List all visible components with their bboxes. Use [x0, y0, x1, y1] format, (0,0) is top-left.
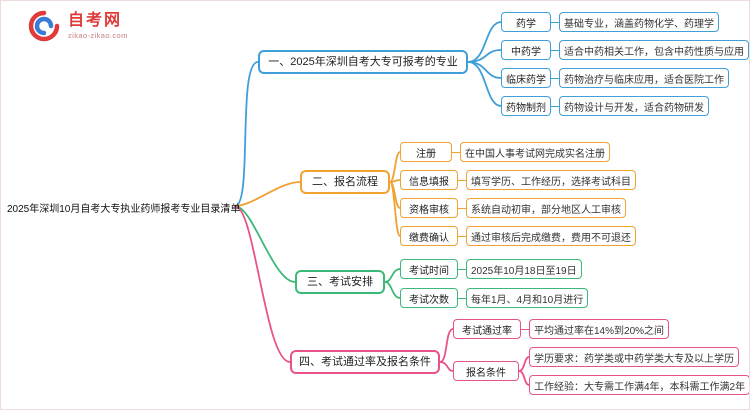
node-tcm-pharmacy: 中药学: [501, 40, 551, 60]
node-info-filling-desc: 填写学历、工作经历，选择考试科目: [466, 170, 636, 190]
row-pharmacy: 药学 基础专业，涵盖药物化学、药理学: [501, 12, 719, 32]
branch2-connectors: [234, 151, 401, 237]
node-clinical-pharmacy: 临床药学: [501, 68, 551, 88]
node-pharmaceutics: 药物制剂: [501, 96, 551, 116]
site-logo-icon: [28, 10, 60, 42]
row-tcm-pharmacy: 中药学 适合中药相关工作，包含中药性质与应用: [501, 40, 749, 60]
node-exam-frequency-desc: 每年1月、4月和10月进行: [466, 288, 589, 308]
row-register: 注册 在中国人事考试网完成实名注册: [400, 142, 610, 162]
row-payment-confirm: 缴费确认 通过审核后完成缴费，费用不可退还: [400, 226, 636, 246]
branch-label-pass-rate-conditions: 四、考试通过率及报名条件: [290, 350, 440, 374]
site-logo-name: 自考网: [68, 11, 123, 29]
node-pass-rate: 考试通过率: [453, 319, 521, 339]
node-pharmaceutics-desc: 药物设计与开发，适合药物研发: [559, 96, 709, 116]
connector-stub: [458, 179, 466, 181]
branch-label-majors: 一、2025年深圳自考大专可报考的专业: [258, 50, 468, 74]
row-pharmaceutics: 药物制剂 药物设计与开发，适合药物研发: [501, 96, 709, 116]
node-exam-frequency: 考试次数: [400, 288, 458, 308]
node-pass-rate-desc: 平均通过率在14%到20%之间: [529, 319, 670, 339]
node-pharmacy-desc: 基础专业，涵盖药物化学、药理学: [559, 12, 719, 32]
site-logo-domain: zikao-zikao.com: [68, 31, 128, 41]
node-qualification-review-desc: 系统自动初审，部分地区人工审核: [466, 198, 626, 218]
node-register-desc: 在中国人事考试网完成实名注册: [460, 142, 610, 162]
node-tcm-pharmacy-desc: 适合中药相关工作，包含中药性质与应用: [559, 40, 749, 60]
connector-stub: [452, 151, 460, 153]
connector-stub: [551, 105, 559, 107]
site-logo[interactable]: 自考网 zikao-zikao.com: [27, 9, 128, 43]
node-pharmacy: 药学: [501, 12, 551, 32]
row-qualification-review: 资格审核 系统自动初审，部分地区人工审核: [400, 198, 626, 218]
connector-stub: [458, 207, 466, 209]
root-topic: 2025年深圳10月自考大专执业药师报考专业目录清单: [7, 204, 241, 215]
node-exam-time-desc: 2025年10月18日至19日: [466, 259, 582, 279]
connector-stub: [521, 328, 529, 330]
row-exam-time: 考试时间 2025年10月18日至19日: [400, 259, 582, 279]
connector-stub: [458, 268, 466, 270]
node-work-experience: 工作经验：大专需工作满4年，本科需工作满2年: [529, 375, 749, 395]
branch-label-exam-schedule: 三、考试安排: [295, 270, 385, 294]
connector-stub: [551, 49, 559, 51]
node-qualification-review: 资格审核: [400, 198, 458, 218]
node-education-requirement: 学历要求：药学类或中药学类大专及以上学历: [529, 347, 739, 367]
node-payment-confirm: 缴费确认: [400, 226, 458, 246]
node-payment-confirm-desc: 通过审核后完成缴费，费用不可退还: [466, 226, 636, 246]
node-register: 注册: [400, 142, 452, 162]
connector-stub: [458, 297, 466, 299]
node-clinical-pharmacy-desc: 药物治疗与临床应用，适合医院工作: [559, 68, 729, 88]
node-info-filling: 信息填报: [400, 170, 458, 190]
connector-stub: [458, 235, 466, 237]
row-exam-frequency: 考试次数 每年1月、4月和10月进行: [400, 288, 589, 308]
node-exam-time: 考试时间: [400, 259, 458, 279]
row-pass-rate: 考试通过率 平均通过率在14%到20%之间: [453, 319, 670, 339]
row-clinical-pharmacy: 临床药学 药物治疗与临床应用，适合医院工作: [501, 68, 729, 88]
node-application-conditions: 报名条件: [453, 361, 519, 381]
row-info-filling: 信息填报 填写学历、工作经历，选择考试科目: [400, 170, 636, 190]
branch-label-application-process: 二、报名流程: [300, 170, 390, 194]
connector-stub: [551, 77, 559, 79]
connector-stub: [551, 21, 559, 23]
